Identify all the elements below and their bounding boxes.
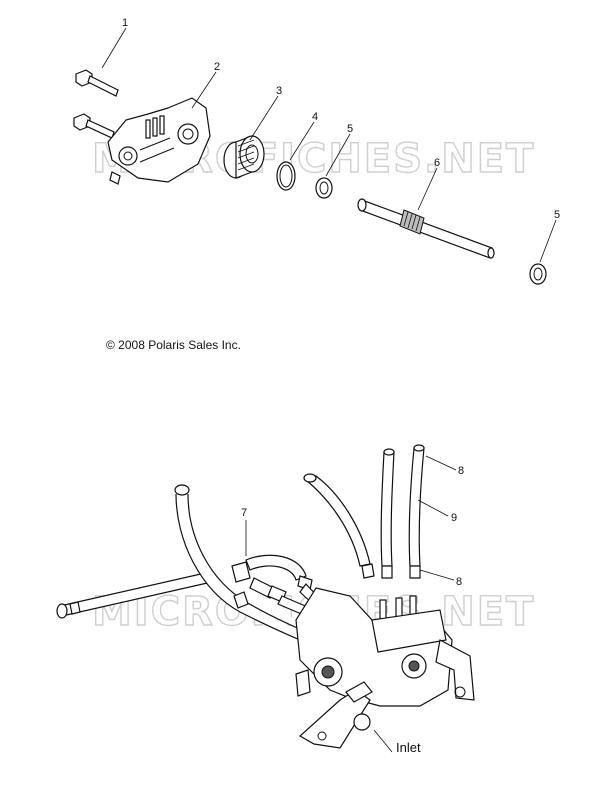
callout-3: 3 (276, 85, 282, 97)
bottom-assembly: 7 8 9 8 Inlet (56, 444, 475, 755)
callout-4: 4 (312, 111, 318, 123)
callout-9: 9 (451, 512, 457, 524)
copyright-notice: © 2008 Polaris Sales Inc. (106, 338, 241, 352)
callout-7: 7 (241, 507, 247, 519)
top-assembly: 1 2 3 4 5 6 5 (73, 17, 560, 285)
callout-5-right: 5 (554, 209, 560, 221)
bolt-upper (75, 69, 119, 97)
washer-upper (315, 177, 333, 199)
washer-right (529, 263, 547, 285)
callout-1: 1 (122, 17, 128, 29)
callout-2: 2 (214, 61, 220, 73)
callout-5: 5 (347, 123, 353, 135)
inlet-label: Inlet (396, 740, 421, 755)
vent-hoses (303, 444, 425, 579)
oil-pump-assembly (295, 587, 475, 749)
oil-pump-body (107, 97, 211, 185)
callout-8-lower: 8 (456, 576, 462, 588)
callout-6: 6 (434, 157, 440, 169)
callout-8-upper: 8 (458, 465, 464, 477)
bolt-lower (73, 113, 115, 139)
gear-part (223, 135, 265, 179)
drive-shaft (357, 198, 495, 259)
